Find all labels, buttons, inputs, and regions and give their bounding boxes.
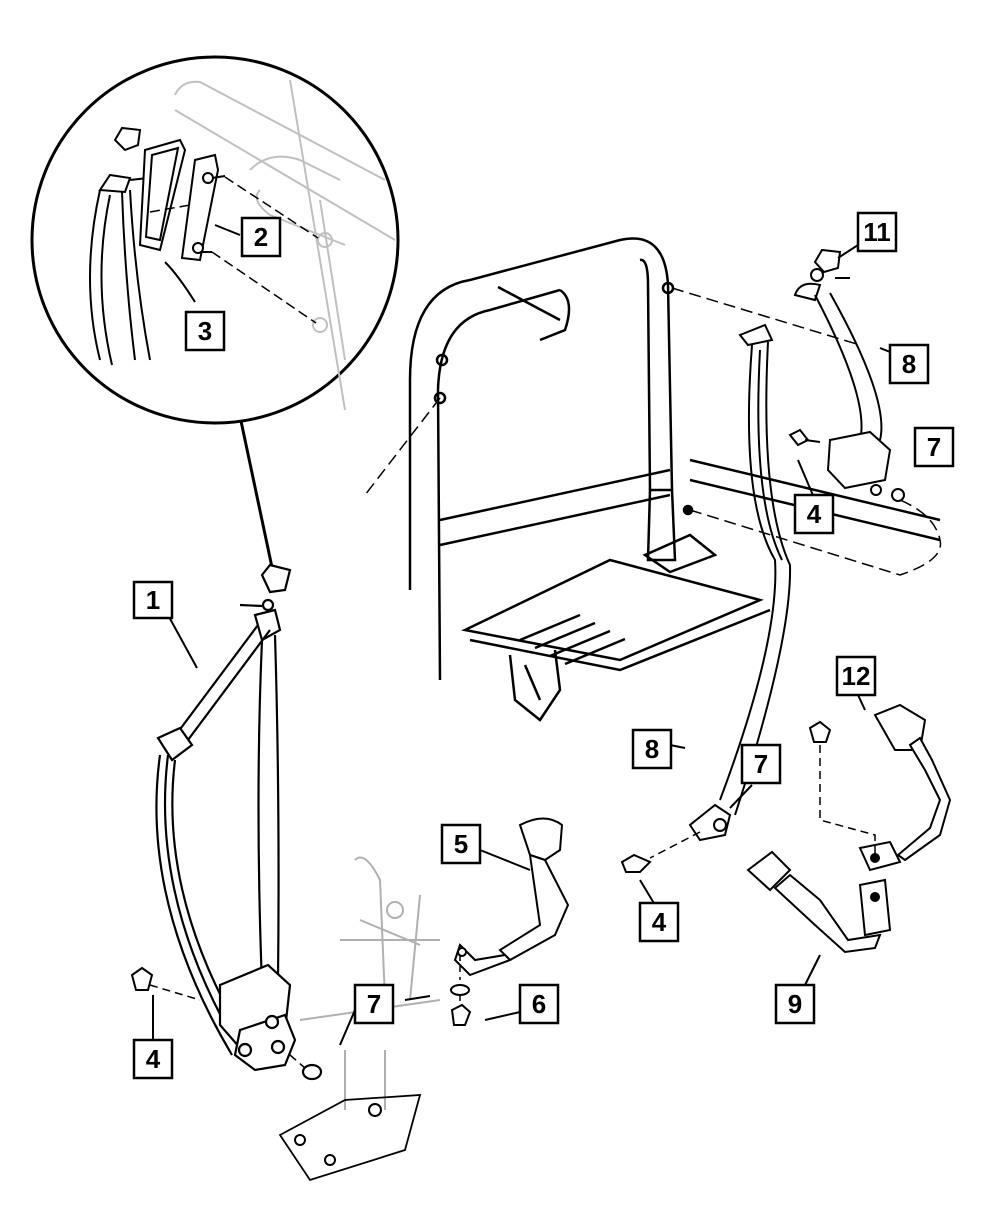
callout-11: 11 [863, 217, 891, 247]
center-dash [819, 745, 876, 855]
belt-tongue-icon [813, 248, 842, 274]
callout-9: 9 [788, 989, 802, 1019]
buckle-handle [450, 817, 570, 1026]
rear-bolt-4 [620, 853, 652, 873]
screw-icon [808, 720, 832, 743]
callout-4b: 4 [807, 499, 822, 529]
screw-icon [450, 1003, 472, 1026]
callout-7a: 7 [367, 989, 381, 1019]
callout-6: 6 [532, 989, 546, 1019]
callout-4a: 4 [146, 1044, 161, 1074]
callout-8a: 8 [902, 349, 916, 379]
callout-2: 2 [254, 222, 268, 252]
callout-4c: 4 [652, 907, 667, 937]
detail-inset [30, 55, 400, 573]
buckle-icon [518, 817, 564, 862]
callout-labels: 1 2 3 4 4 4 5 6 7 7 7 8 8 9 11 12 [146, 217, 941, 1074]
rear-belt-webbing [688, 323, 792, 842]
front-belt-assembly [155, 563, 323, 1081]
front-bolt-4 [130, 966, 154, 991]
detail-background-seat [174, 79, 396, 411]
buckle-icon [746, 850, 792, 892]
detail-hardware [89, 126, 226, 366]
buckle-icon [873, 703, 927, 751]
callout-7b: 7 [927, 432, 941, 462]
callout-5: 5 [454, 829, 468, 859]
rear-belt-upper [788, 248, 905, 502]
front-dash [149, 984, 306, 1069]
callout-1: 1 [146, 585, 160, 615]
roll-bar [408, 237, 941, 722]
detail-leaders [164, 224, 241, 303]
rear-belt-dash [649, 831, 701, 859]
callout-8b: 8 [645, 734, 659, 764]
leader-lines [152, 244, 891, 1046]
detail-circle [30, 55, 400, 425]
retractor-icon [826, 430, 892, 490]
detail-dash-lines [149, 176, 319, 324]
callout-12: 12 [842, 661, 871, 691]
callout-boxes [132, 211, 955, 1080]
callout-7c: 7 [754, 749, 768, 779]
callout-3: 3 [198, 316, 212, 346]
center-buckle [746, 703, 952, 954]
belt-tongue-icon [113, 126, 142, 152]
rollbar-dash-lines [364, 287, 942, 576]
bolt-icon [130, 966, 154, 991]
detail-leader [239, 420, 275, 573]
bolt-icon [620, 853, 652, 873]
belt-tongue-icon [260, 563, 292, 594]
